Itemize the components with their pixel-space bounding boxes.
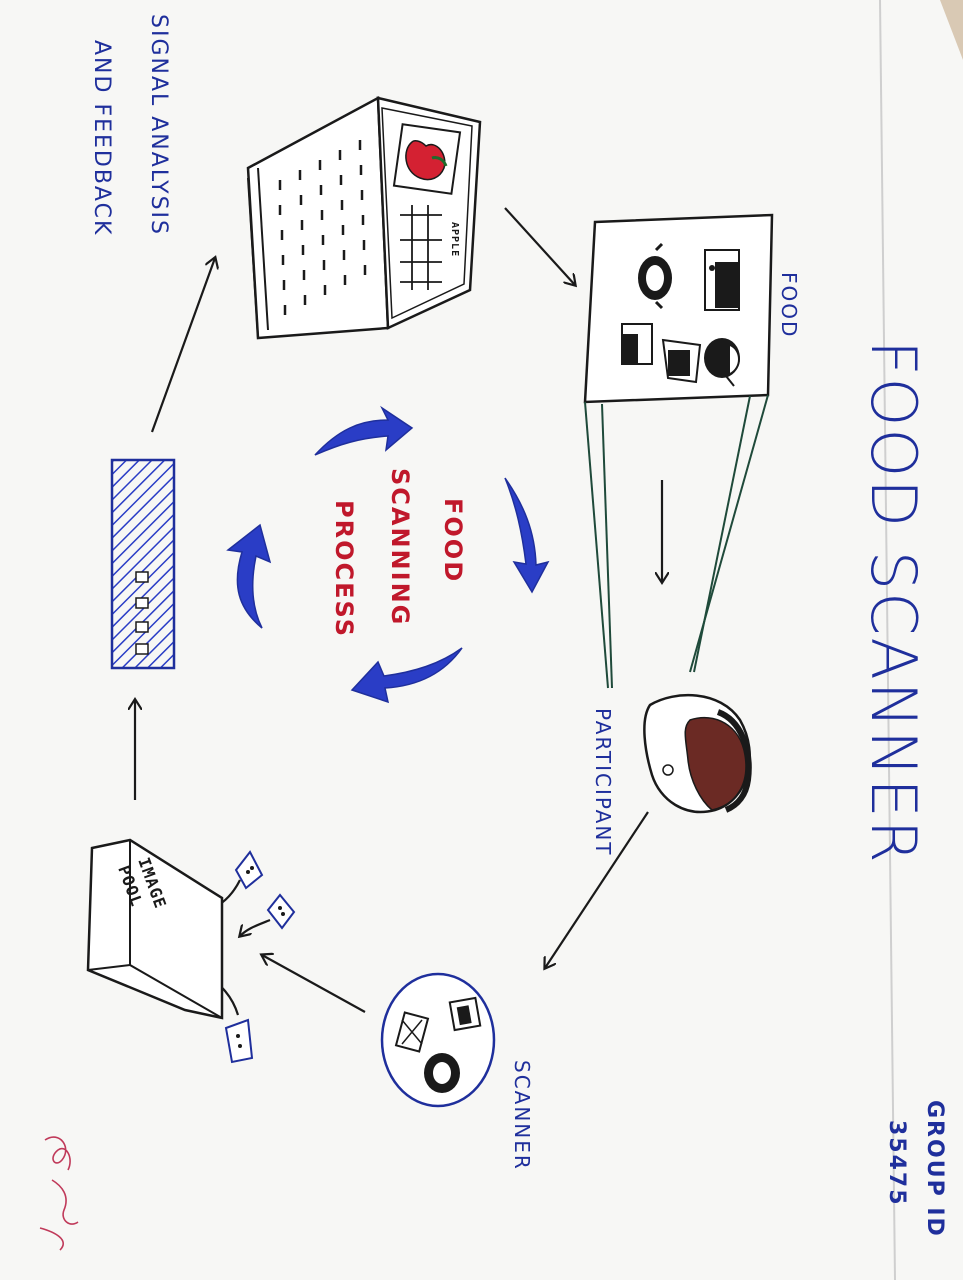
food-pot-icon <box>638 242 672 310</box>
signal-label-line2: AND FEEDBACK <box>89 40 114 236</box>
process-title-line1: FOOD <box>439 498 467 583</box>
apple-icon <box>405 140 446 181</box>
arrow-device-to-laptop <box>150 258 215 433</box>
signal-label-line1: SIGNAL ANALYSIS <box>146 14 171 236</box>
apple-label: APPLE <box>449 222 460 257</box>
cycle-arrow-top <box>314 405 414 456</box>
arrow-laptop-to-food <box>504 207 575 285</box>
signal-device <box>110 458 176 670</box>
image-card-2 <box>266 893 296 930</box>
view-lines <box>584 394 769 689</box>
group-id-number: 35475 <box>884 1120 909 1207</box>
process-title-line3: PROCESS <box>330 500 358 638</box>
arrow-image-2 <box>240 918 271 936</box>
keyboard-keys <box>278 140 367 315</box>
page-title: FOOD SCANNER <box>857 340 930 865</box>
participant-label: PARTICIPANT <box>591 708 615 857</box>
participant-avatar <box>643 694 752 814</box>
scanner-label: SCANNER <box>510 1060 534 1171</box>
signature-mark <box>39 1136 79 1251</box>
scanner-icon <box>380 972 496 1108</box>
image-card-3 <box>224 1018 254 1064</box>
food-cake-icon <box>621 323 653 365</box>
arrow-participant-to-scanner <box>545 811 649 968</box>
food-cup-icon <box>661 338 702 384</box>
group-id-label: GROUP ID <box>922 1100 947 1238</box>
cycle-arrows <box>226 405 550 704</box>
food-burger-icon <box>704 338 740 387</box>
food-board <box>583 213 774 404</box>
food-label: FOOD <box>777 272 801 338</box>
arrow-scanner-to-pool <box>262 955 366 1013</box>
image-pool-box <box>86 838 224 1020</box>
laptop-icon: APPLE <box>246 95 482 340</box>
cycle-arrow-left <box>226 523 272 629</box>
cycle-arrow-bottom <box>350 647 463 704</box>
food-sandwich-icon <box>704 249 740 311</box>
process-title-line2: SCANNING <box>386 468 414 626</box>
image-card-1 <box>234 850 264 890</box>
paper-fold-line <box>879 0 896 1280</box>
cycle-arrow-right <box>504 477 550 594</box>
